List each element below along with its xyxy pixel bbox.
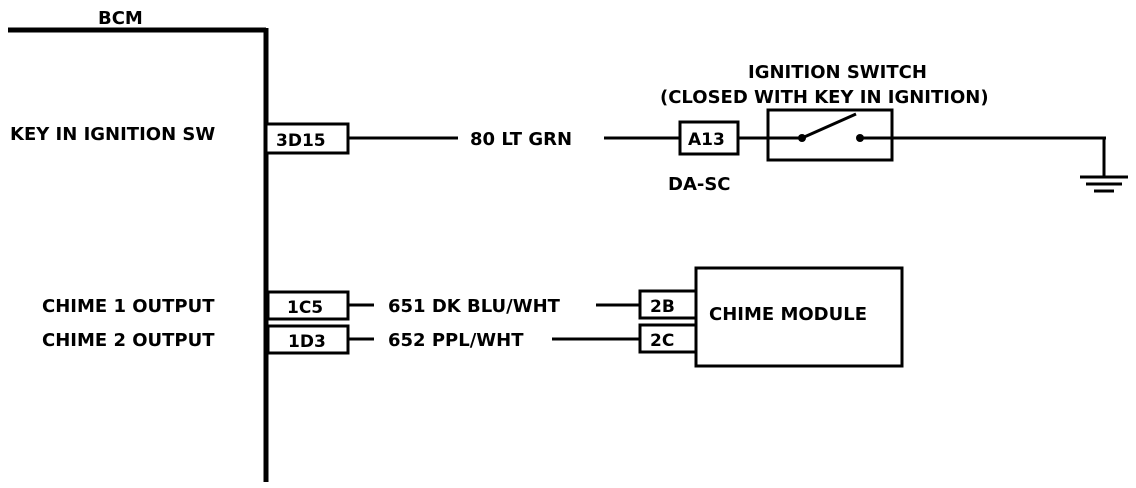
wire-651-label: 651 DK BLU/WHT [388, 296, 561, 317]
connector-a13-box [678, 120, 740, 156]
key-in-ignition-label: KEY IN IGNITION SW [10, 124, 215, 145]
chime-pin-2c-box [638, 323, 698, 354]
pin-1d3-label: 1D3 [288, 332, 326, 352]
pin-3d15-label: 3D15 [276, 131, 326, 151]
bcm-title: BCM [98, 8, 143, 29]
pin-1c5-label: 1C5 [287, 298, 323, 318]
chime-module-label: CHIME MODULE [709, 304, 867, 325]
connector-a13-label: A13 [688, 130, 725, 150]
chime-pin-2b-label: 2B [650, 297, 675, 317]
ignition-switch-title: IGNITION SWITCH [748, 62, 927, 83]
bcm-boundary [8, 27, 269, 482]
wire-652-label: 652 PPL/WHT [388, 330, 524, 351]
chime-pin-2b-box [638, 289, 698, 320]
connector-da-sc-label: DA-SC [668, 174, 731, 195]
ignition-switch-subtitle: (CLOSED WITH KEY IN IGNITION) [660, 87, 989, 108]
chime-2-output-label: CHIME 2 OUTPUT [42, 330, 215, 351]
switch-contact-icon [768, 112, 892, 142]
wire-80-label: 80 LT GRN [470, 129, 572, 150]
ignition-switch-box [766, 108, 894, 162]
ground-symbol-icon [1080, 138, 1128, 193]
chime-pin-2c-label: 2C [650, 331, 674, 351]
chime-1-output-label: CHIME 1 OUTPUT [42, 296, 215, 317]
